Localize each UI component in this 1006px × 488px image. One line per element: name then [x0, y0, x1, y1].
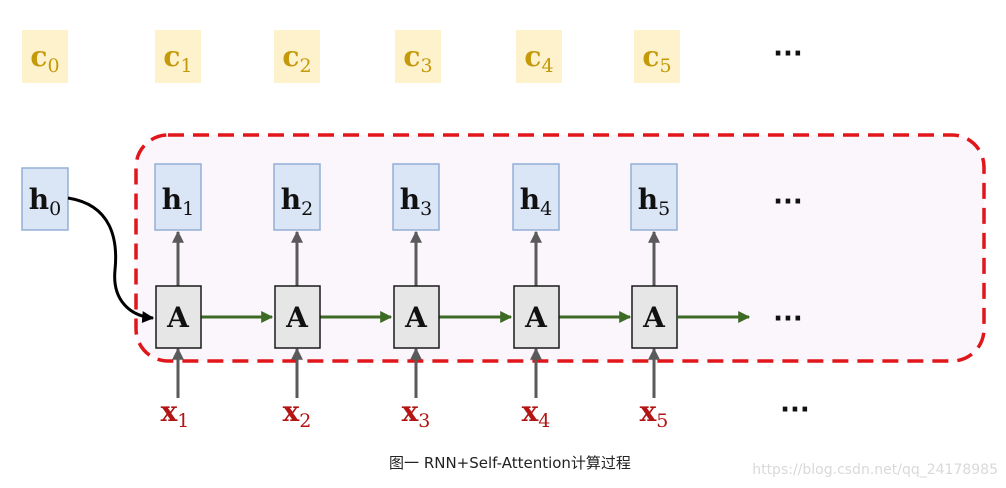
watermark: https://blog.csdn.net/qq_24178985	[752, 462, 998, 478]
c4-box	[516, 30, 562, 83]
x3-label: x3	[402, 395, 431, 432]
h1-label: h1	[162, 183, 194, 220]
x1-label: x1	[161, 395, 190, 432]
rnn-cell-4	[513, 285, 560, 349]
h4-box	[512, 163, 560, 231]
rnn-cell-label: A	[166, 301, 190, 334]
h2-box	[273, 163, 321, 231]
initial-hidden-state: h0	[21, 167, 69, 231]
c1-label: c1	[163, 40, 192, 77]
self-attention-region	[134, 133, 986, 363]
context-vector-row: c0 c1 c2 c3 c4 c5	[22, 30, 680, 83]
h3-label: h3	[400, 183, 432, 220]
rnn-cell-label: A	[524, 301, 548, 334]
vertical-arrows	[172, 230, 660, 398]
h0-label: h0	[29, 183, 61, 220]
c2-box	[274, 30, 320, 83]
rnn-cell-5	[631, 285, 678, 349]
c3-box	[395, 30, 441, 83]
h4-label: h4	[520, 183, 552, 220]
c5-label: c5	[642, 40, 671, 77]
c3-label: c3	[403, 40, 432, 77]
c2-label: c2	[282, 40, 311, 77]
rnn-cell-3	[393, 285, 440, 349]
rnn-cell-1	[155, 285, 202, 349]
rnn-cell-label: A	[642, 301, 666, 334]
h5-label: h5	[638, 183, 670, 220]
c0-label: c0	[30, 40, 59, 77]
hidden-state-row: h1 h2 h3 h4 h5	[154, 163, 678, 231]
ellipsis-x-row: ···	[780, 395, 810, 425]
c4-label: c4	[524, 40, 553, 77]
input-row: x1 x2 x3 x4 x5	[161, 395, 669, 432]
h5-box	[630, 163, 678, 231]
ellipsis-a-row: ···	[773, 304, 803, 334]
rnn-cell-2	[274, 285, 321, 349]
rnn-cell-label: A	[285, 301, 309, 334]
h3-box	[392, 163, 440, 231]
c0-box	[22, 30, 68, 83]
x2-label: x2	[283, 395, 312, 432]
h0-box	[21, 167, 69, 231]
x4-label: x4	[522, 395, 551, 432]
rnn-cell-label: A	[404, 301, 428, 334]
h2-label: h2	[281, 183, 313, 220]
ellipsis-c-row: ···	[773, 39, 803, 69]
curved-arrow-icon	[67, 196, 155, 324]
x5-label: x5	[640, 395, 669, 432]
figure-caption: 图一 RNN+Self-Attention计算过程	[389, 454, 631, 472]
c5-box	[634, 30, 680, 83]
c1-box	[155, 30, 201, 83]
h1-box	[154, 163, 202, 231]
ellipsis-h-row: ···	[773, 187, 803, 217]
